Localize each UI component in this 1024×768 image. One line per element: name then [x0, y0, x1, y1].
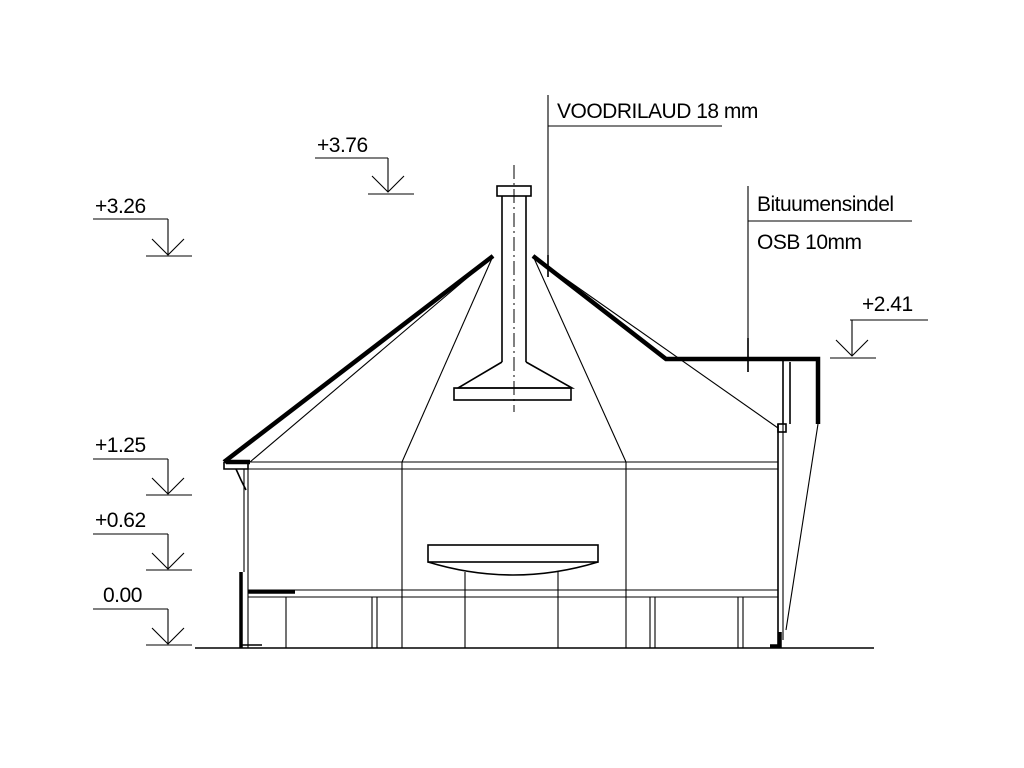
callout-roof-layers: Bituumensindel OSB 10mm	[747, 186, 912, 372]
level-label-241: +2.41	[862, 293, 913, 316]
bench	[248, 589, 778, 648]
callout-osb-text: OSB 10mm	[757, 231, 862, 254]
callout-bitumen-text: Bituumensindel	[757, 193, 894, 216]
level-label-125: +1.25	[95, 434, 146, 457]
level-marker-000: 0.00	[93, 584, 192, 646]
level-marker-376: +3.76	[315, 134, 414, 195]
level-marker-062: +0.62	[93, 509, 192, 571]
roof	[222, 254, 821, 470]
callout-roof-boarding: VOODRILAUD 18 mm	[547, 95, 758, 277]
frame	[235, 423, 819, 648]
level-marker-241: +2.41	[830, 293, 928, 359]
callout-roof-boarding-text: VOODRILAUD 18 mm	[557, 100, 758, 123]
ground	[195, 644, 874, 649]
chimney	[453, 165, 576, 412]
level-label-062: +0.62	[95, 509, 146, 532]
grill	[427, 544, 599, 648]
level-marker-326: +3.26	[93, 195, 192, 257]
interior-rafters	[249, 255, 779, 463]
level-label-326: +3.26	[95, 195, 146, 218]
level-label-000: 0.00	[103, 584, 142, 607]
level-label-376: +3.76	[317, 134, 368, 157]
level-marker-125: +1.25	[93, 434, 192, 496]
